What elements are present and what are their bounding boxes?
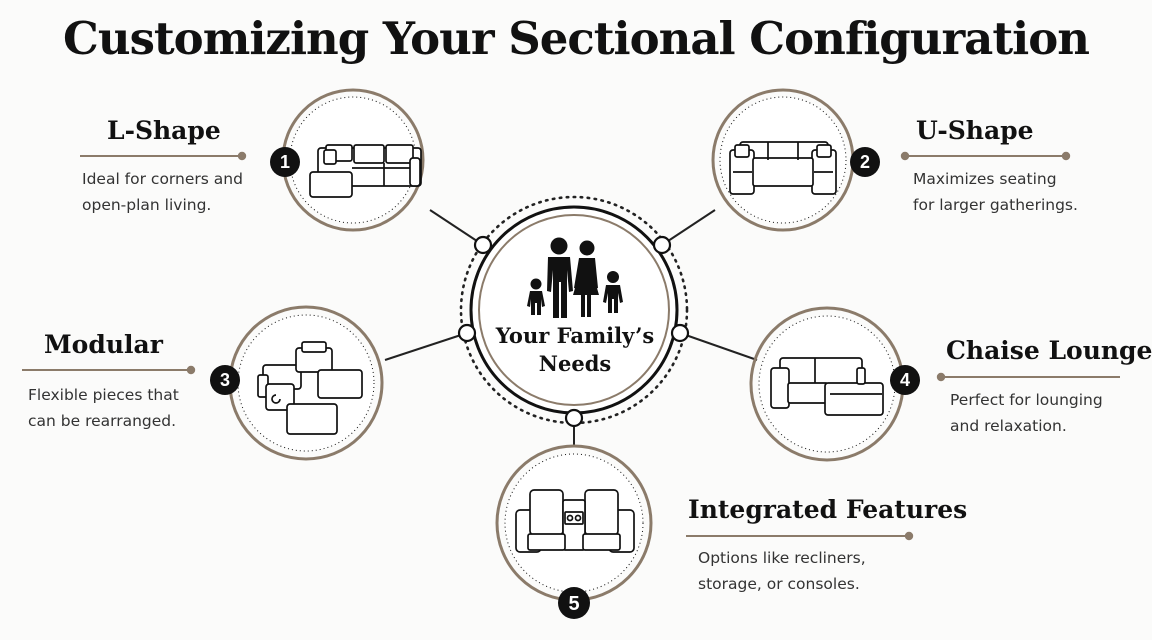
center-nodes	[457, 235, 690, 428]
option-desc-line: storage, or consoles.	[698, 575, 860, 593]
connector-3	[384, 332, 468, 361]
title-underlines	[22, 151, 1120, 541]
center-ring	[459, 195, 689, 425]
l-shape-sofa-icon	[309, 144, 422, 198]
option-desc-line: Flexible pieces that	[28, 386, 179, 404]
option-title-integrated-features: Integrated Features	[688, 495, 968, 524]
option-desc-line: and relaxation.	[950, 417, 1067, 435]
option-desc-line: open-plan living.	[82, 196, 212, 214]
recliner-console-icon	[515, 489, 635, 553]
option-desc-line: Options like recliners,	[698, 549, 866, 567]
option-desc-line: can be rearranged.	[28, 412, 177, 430]
connector-1	[429, 209, 484, 246]
number-badges	[210, 147, 920, 619]
option-title-u-shape: U-Shape	[916, 116, 1034, 145]
badge-number-5: 5	[568, 593, 579, 615]
badge-number-4: 4	[900, 370, 910, 390]
badge-4	[890, 365, 920, 395]
u-shape-sofa-icon	[729, 141, 837, 195]
option-desc-line: Ideal for corners and	[82, 170, 243, 188]
badge-number-2: 2	[860, 152, 870, 172]
option-desc-line: for larger gatherings.	[913, 196, 1078, 214]
connector-4	[679, 332, 758, 361]
option-title-chaise-lounge: Chaise Lounge	[946, 336, 1152, 365]
modular-pieces-icon	[257, 341, 363, 435]
connector-2	[661, 209, 716, 246]
center-label-line1: Your Family’s	[495, 323, 655, 348]
badge-3	[210, 365, 240, 395]
family-icon	[527, 237, 623, 318]
badge-number-3: 3	[220, 370, 230, 390]
badge-number-1: 1	[280, 152, 290, 172]
badge-5	[558, 587, 590, 619]
chaise-sofa-icon	[770, 357, 884, 416]
connectors	[384, 209, 758, 447]
option-desc-u-shape: Maximizes seating for larger gatherings.	[913, 166, 1078, 218]
option-desc-chaise-lounge: Perfect for lounging and relaxation.	[950, 387, 1103, 439]
option-title-l-shape: L-Shape	[107, 116, 221, 145]
option-desc-l-shape: Ideal for corners and open-plan living.	[82, 166, 243, 218]
badge-1	[270, 147, 300, 177]
option-desc-line: Maximizes seating	[913, 170, 1057, 188]
center-label: Your Family’s Needs	[485, 322, 665, 378]
page-title: Customizing Your Sectional Configuration	[63, 12, 1090, 65]
center-label-line2: Needs	[538, 351, 612, 376]
option-desc-modular: Flexible pieces that can be rearranged.	[28, 382, 179, 434]
badge-2	[850, 147, 880, 177]
option-title-modular: Modular	[44, 330, 163, 359]
option-desc-line: Perfect for lounging	[950, 391, 1103, 409]
option-desc-integrated-features: Options like recliners, storage, or cons…	[698, 545, 866, 597]
